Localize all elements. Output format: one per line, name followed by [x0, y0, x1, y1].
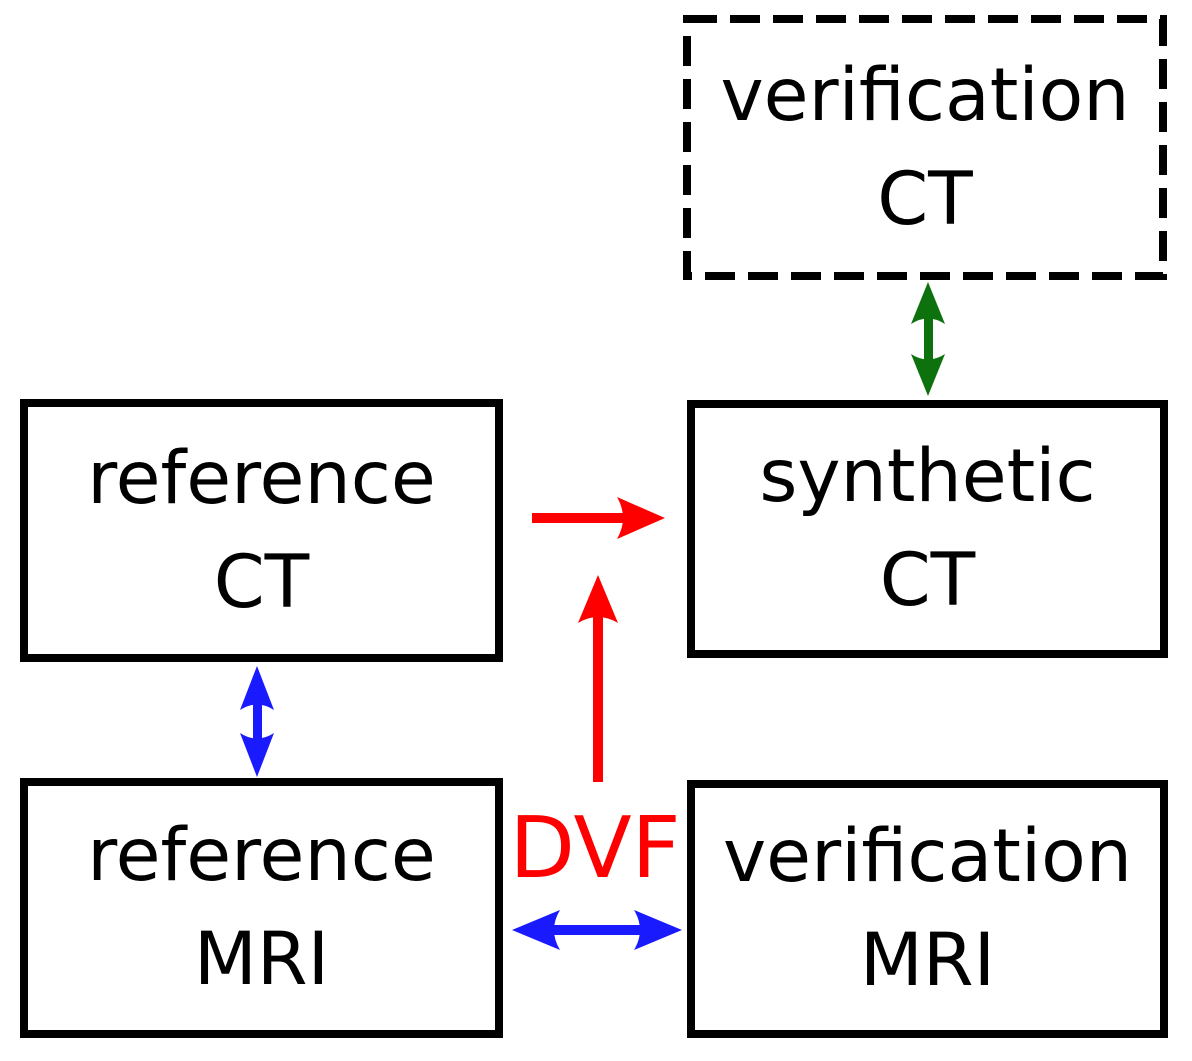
red-right-arrow-icon	[532, 497, 665, 539]
box-reference-ct-line1: reference	[87, 435, 436, 521]
box-reference-mri-line2: MRI	[193, 917, 330, 1002]
box-reference-mri-line1: reference	[87, 813, 436, 899]
green-double-arrow-icon	[911, 282, 945, 396]
box-synthetic-ct-line1: synthetic	[759, 434, 1096, 520]
box-reference-mri: reference MRI	[20, 778, 503, 1038]
box-verification-mri-line2: MRI	[859, 918, 996, 1003]
blue-horizontal-double-arrow-icon	[512, 910, 682, 950]
box-reference-ct: reference CT	[20, 399, 503, 662]
box-reference-ct-line2: CT	[213, 539, 310, 625]
blue-vertical-double-arrow-icon	[240, 666, 274, 777]
box-verification-ct-line2: CT	[877, 156, 973, 242]
box-verification-ct: verification CT	[683, 15, 1167, 280]
red-up-arrow-icon	[578, 575, 618, 782]
box-synthetic-ct: synthetic CT	[687, 400, 1168, 658]
dvf-label: DVF	[509, 799, 681, 898]
box-verification-mri: verification MRI	[687, 780, 1168, 1038]
box-synthetic-ct-line2: CT	[879, 538, 976, 623]
box-verification-ct-line1: verification	[720, 52, 1130, 138]
box-verification-mri-line1: verification	[722, 814, 1133, 900]
